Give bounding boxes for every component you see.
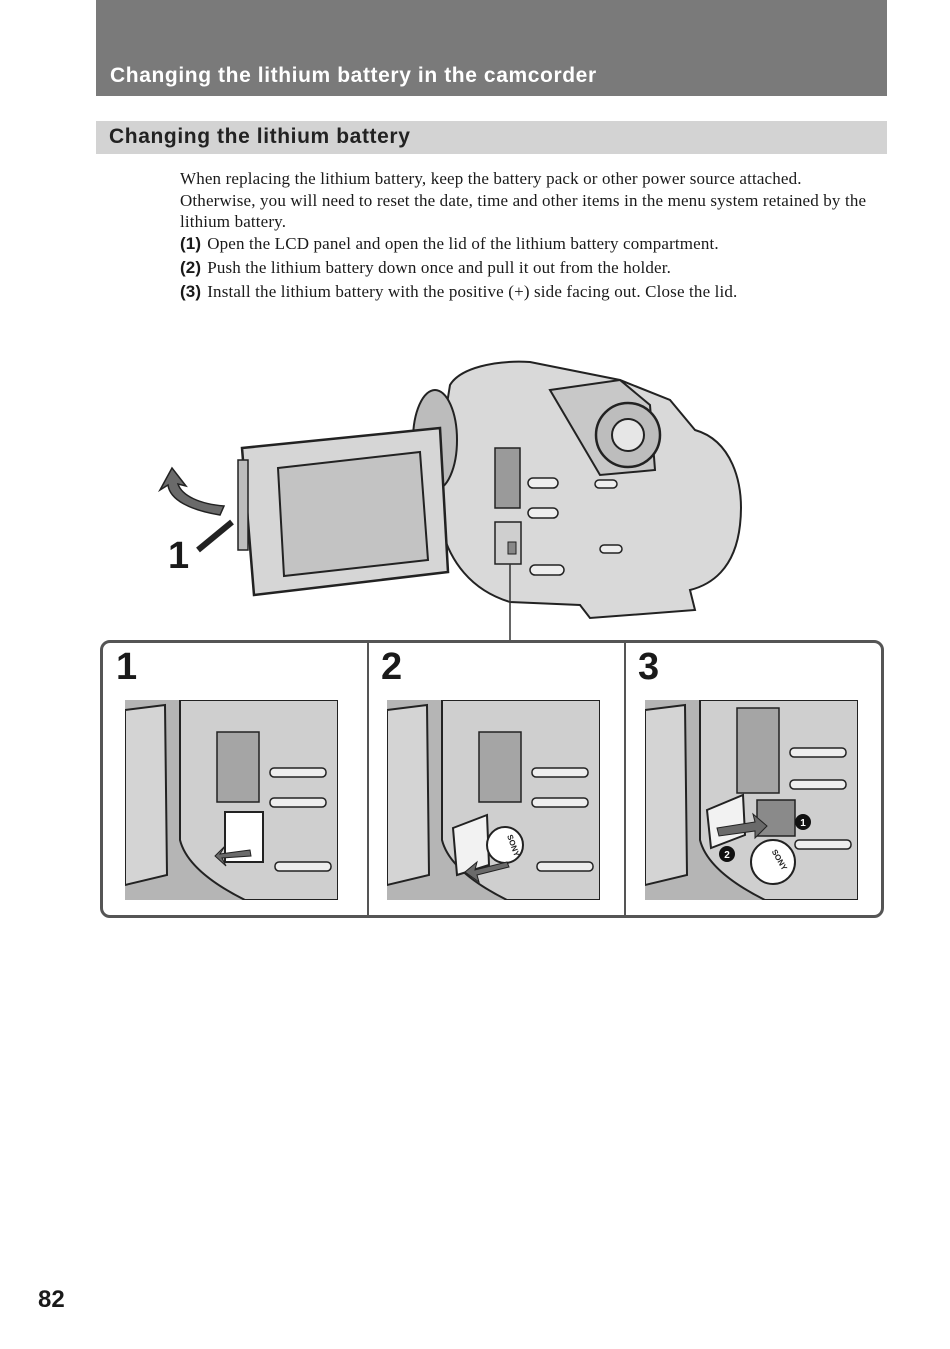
panel-divider — [624, 641, 626, 917]
panel-number: 3 — [638, 646, 660, 688]
step-3-illustration: 1 2 SONY — [645, 700, 858, 900]
chapter-title: Changing the lithium battery in the camc… — [110, 64, 597, 87]
marker-2: 2 — [724, 850, 730, 861]
marker-1: 1 — [800, 818, 806, 829]
step-number: (3) — [180, 282, 202, 301]
camcorder-illustration: 1 — [157, 360, 742, 640]
step-text: Push the lithium battery down once and p… — [207, 258, 672, 277]
panel-number: 1 — [116, 646, 138, 688]
step-item: (2) Push the lithium battery down once an… — [180, 256, 880, 280]
panel-number: 2 — [381, 646, 403, 688]
step-1-illustration — [125, 700, 338, 900]
section-header: Changing the lithium battery — [96, 121, 887, 154]
step-item: (1) Open the LCD panel and open the lid o… — [180, 232, 880, 256]
step-2-illustration: SONY — [387, 700, 600, 900]
step-text: Install the lithium battery with the pos… — [207, 282, 738, 301]
step-item: (3) Install the lithium battery with the … — [180, 280, 880, 304]
chapter-header: Changing the lithium battery in the camc… — [96, 0, 887, 96]
intro-paragraph: When replacing the lithium battery, keep… — [180, 169, 867, 231]
step-text: Open the LCD panel and open the lid of t… — [207, 234, 719, 253]
page-number: 82 — [38, 1286, 65, 1313]
step-number: (2) — [180, 258, 202, 277]
panel-divider — [367, 641, 369, 917]
steps-panel-frame — [100, 640, 884, 918]
steps-list: (1) Open the LCD panel and open the lid o… — [180, 232, 880, 304]
callout-number: 1 — [168, 535, 189, 577]
step-number: (1) — [180, 234, 202, 253]
section-title: Changing the lithium battery — [109, 125, 411, 148]
